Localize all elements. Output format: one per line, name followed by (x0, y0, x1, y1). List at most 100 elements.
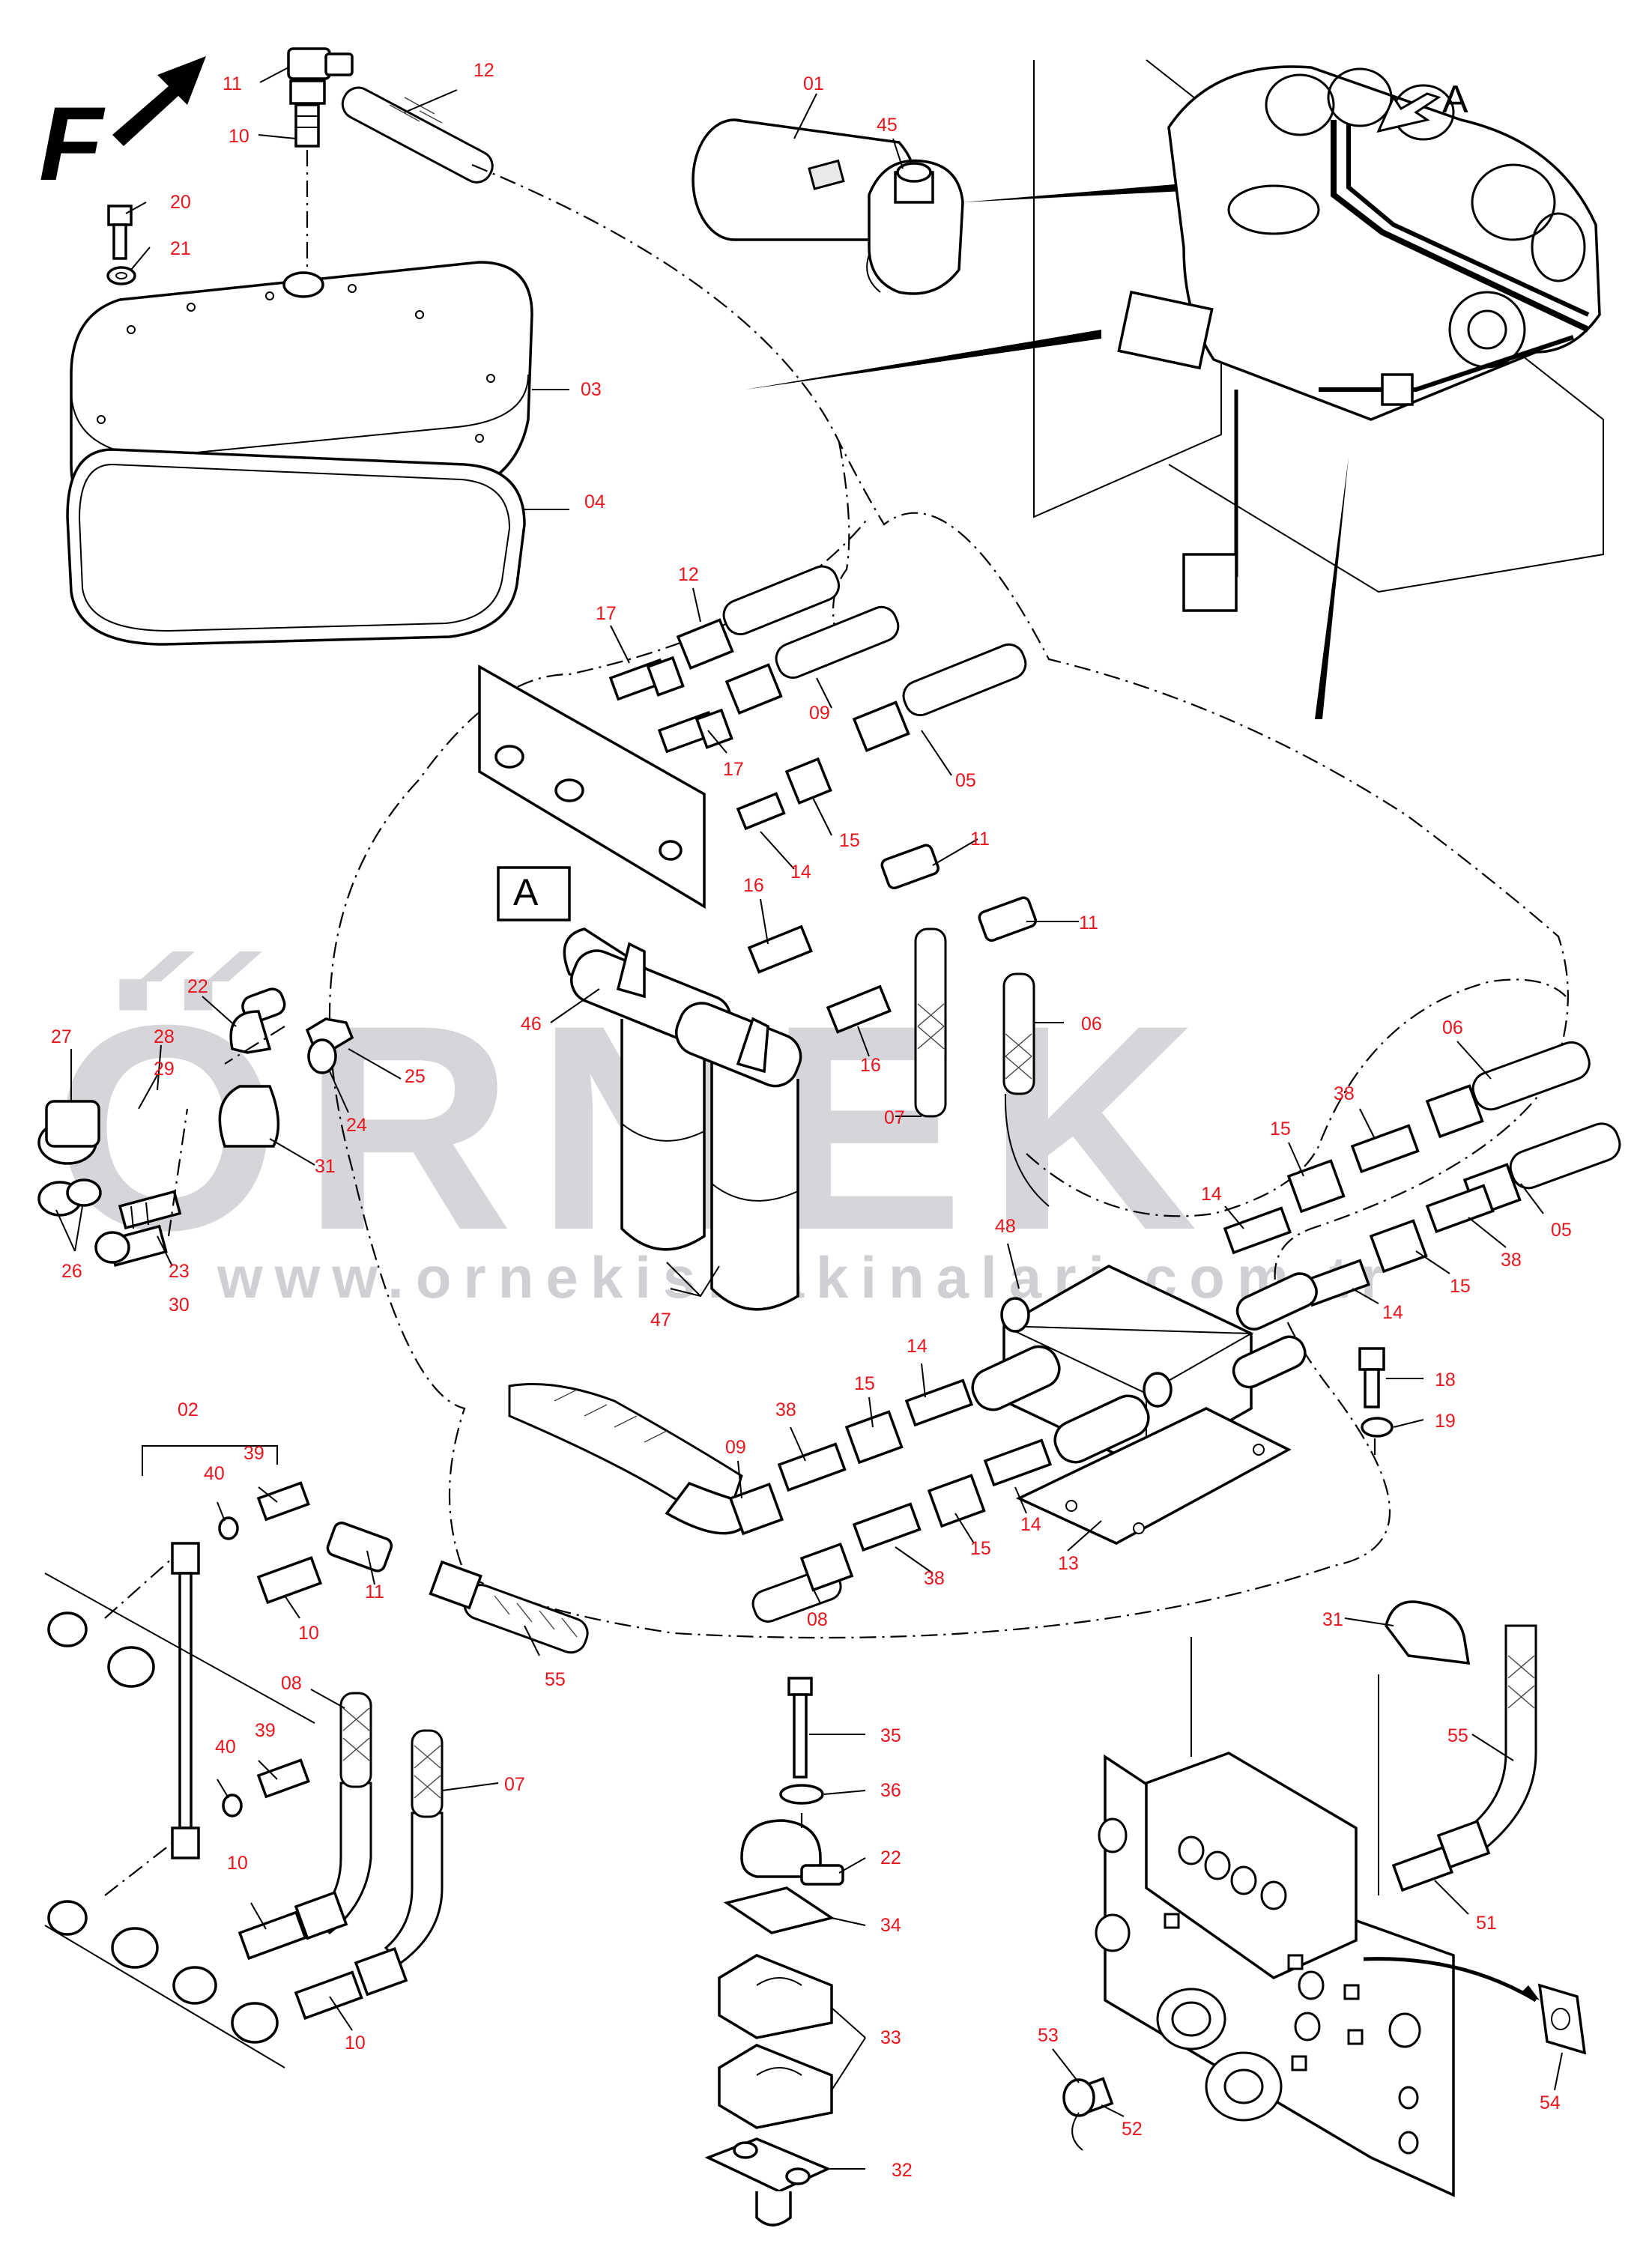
callout-label: 19 (1435, 1411, 1456, 1432)
callout-label: 10 (298, 1623, 319, 1644)
callout-label: 33 (880, 2027, 901, 2048)
callout-label: 12 (678, 564, 699, 585)
callout-label: 23 (169, 1261, 190, 1282)
callout-label: 55 (545, 1669, 566, 1690)
callout-label: 14 (1020, 1514, 1041, 1535)
callout-label: 38 (775, 1399, 796, 1420)
clamp-hardware-group (37, 987, 354, 1267)
callout-label: 39 (243, 1443, 264, 1464)
detail-a-boundary (832, 441, 850, 645)
callout-label: 11 (970, 829, 990, 850)
callout-label: 34 (880, 1915, 901, 1936)
callout-label: 26 (61, 1261, 82, 1282)
callout-label: 46 (521, 1014, 542, 1035)
view-a-arrow-icon (1376, 92, 1441, 133)
callout-label: 39 (255, 1720, 276, 1741)
direction-arrow-icon (112, 56, 206, 146)
callout-label: 08 (807, 1609, 828, 1630)
callout-label: 17 (596, 603, 617, 624)
callout-label: 14 (1201, 1184, 1222, 1205)
connector-panel (1062, 1600, 1587, 2197)
callout-label: 35 (880, 1725, 901, 1746)
callout-label: 15 (1270, 1119, 1291, 1139)
leaders-filters (550, 988, 720, 1298)
callout-label: 10 (229, 126, 249, 147)
fuel-filter-assembly (692, 118, 964, 295)
callout-label: 14 (907, 1336, 928, 1357)
leaders-lower-center (737, 1363, 1027, 1604)
direction-mark: F (39, 56, 206, 202)
detail-a-boundary (1026, 978, 1567, 1217)
leaders-upper (610, 587, 1079, 1117)
callout-label: 06 (1081, 1014, 1102, 1035)
callout-label: 29 (154, 1059, 175, 1080)
engine-illustration: A (1033, 59, 1604, 612)
lower-left-assembly (44, 1445, 589, 2068)
callout-label: 36 (880, 1780, 901, 1801)
leaders-panel (1052, 1617, 1563, 2117)
watermark-url: www.ornekismakinalari.com.tr (217, 1244, 1395, 1310)
callout-label: 11 (223, 73, 242, 94)
callout-label: 05 (955, 770, 976, 791)
callout-label: 14 (790, 862, 811, 883)
callout-label: 03 (581, 379, 602, 400)
callout-label: 15 (854, 1373, 875, 1394)
fittings-lower-center (508, 1378, 1053, 1623)
callout-label: 11 (1079, 912, 1098, 933)
leaders-clamp-stack (809, 1734, 866, 2170)
callout-label: 10 (345, 2033, 366, 2053)
callout-label: 16 (743, 875, 764, 896)
callout-label: 38 (1501, 1250, 1522, 1271)
detail-a-box-label: A (513, 871, 539, 913)
leaders-clamp (55, 996, 402, 1267)
clamp-stack (704, 1677, 844, 2227)
callout-label: 01 (803, 73, 824, 94)
leaders-right (1224, 1041, 1544, 1304)
callout-label: 08 (281, 1673, 302, 1694)
pointer-arrow-icon (963, 184, 1184, 202)
callout-label: 22 (880, 1847, 901, 1868)
callout-label: 13 (1058, 1553, 1079, 1574)
callout-label: 09 (725, 1437, 746, 1458)
callout-label: 11 (365, 1582, 384, 1602)
detail-a-boundary (328, 163, 1569, 1639)
pointer-arrow-icon (1315, 457, 1349, 719)
callout-label: 10 (227, 1853, 248, 1874)
leaders-manifold (1007, 1243, 1424, 1552)
callout-label: 40 (204, 1463, 225, 1484)
callout-label: 38 (924, 1568, 945, 1589)
callout-label: 53 (1038, 2025, 1059, 2046)
callout-label: 15 (839, 830, 860, 851)
callout-label: 48 (995, 1216, 1016, 1237)
callout-label: 47 (650, 1310, 671, 1331)
callout-label: 22 (187, 976, 208, 997)
cover-plate-assembly (66, 47, 533, 646)
callout-label: 09 (809, 703, 830, 724)
callout-label: 06 (1442, 1017, 1463, 1038)
manifold-block (971, 1265, 1394, 1545)
callout-label: 18 (1435, 1369, 1456, 1390)
callout-label: 25 (405, 1066, 426, 1087)
callout-label: 32 (892, 2160, 913, 2181)
leaders-top-left (125, 67, 569, 510)
direction-mark-letter: F (39, 85, 106, 202)
callout-label: 54 (1540, 2092, 1561, 2113)
callout-label: 31 (315, 1156, 336, 1177)
fittings-upper (608, 565, 1050, 1207)
callout-label: 07 (504, 1774, 525, 1795)
leaders-lower-left (217, 1486, 540, 2031)
callout-label: 04 (584, 491, 605, 512)
callout-label: 02 (178, 1399, 199, 1420)
leaders-filter (793, 93, 904, 169)
callout-label: 28 (154, 1026, 175, 1047)
callout-label: 17 (723, 759, 744, 780)
callout-label: 21 (170, 238, 191, 259)
callout-label: 55 (1447, 1725, 1468, 1746)
callout-label: 14 (1382, 1302, 1403, 1323)
callout-label: 45 (877, 115, 898, 136)
callout-label: 15 (1450, 1276, 1471, 1297)
callout-label: 07 (884, 1107, 905, 1128)
callout-label: 27 (51, 1026, 72, 1047)
pointer-arrow-icon (745, 330, 1101, 390)
